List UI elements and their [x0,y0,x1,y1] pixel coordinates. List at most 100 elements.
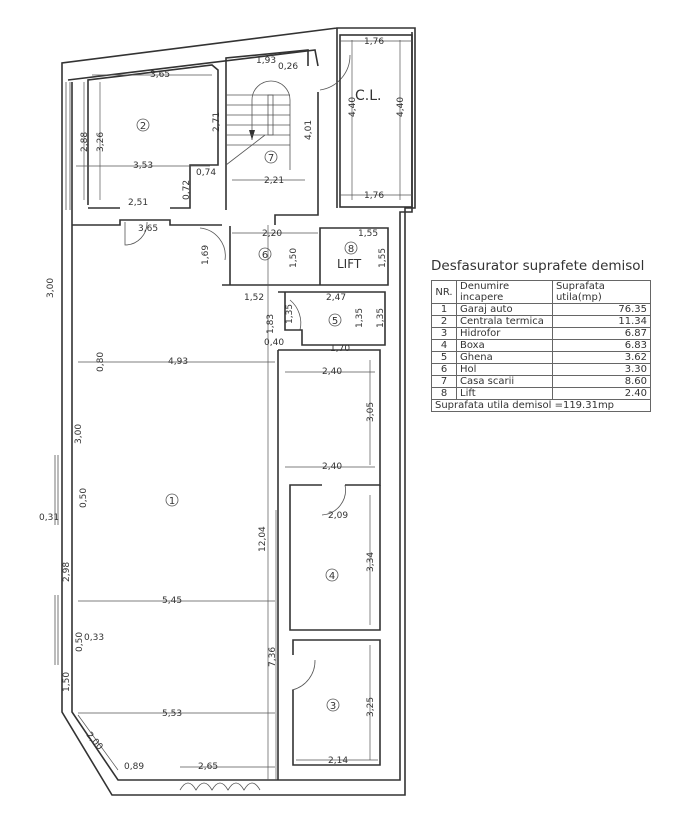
row-number: 1 [431,303,457,316]
room-number-8: 8 [348,244,354,255]
row-number: 5 [431,351,457,364]
dim-label: 0,26 [278,62,298,72]
dim-label: 3,25 [366,697,376,717]
legend-title: Desfasurator suprafete demisol [431,258,645,274]
table-header: NR. Denumire incapere Suprafata utila(mp… [431,280,652,304]
dim-label: 2,51 [128,198,148,208]
dim-label: 0,72 [182,180,192,200]
door-icon [199,227,226,261]
dim-label: 2,98 [62,562,72,582]
header-name: Denumire incapere [456,280,553,304]
room-number-5: 5 [332,316,338,327]
dim-label: 3,65 [138,224,158,234]
dim-label: 3,26 [96,132,106,152]
row-number: 8 [431,387,457,400]
dim-label: 5,45 [162,596,182,606]
room-name: Lift [456,387,553,400]
room-number-4: 4 [329,571,335,582]
dim-label: 1,70 [330,344,350,354]
room-name: Casa scarii [456,375,553,388]
door-icon [124,221,148,246]
dim-label: 12,04 [258,526,268,552]
dim-label: 0,40 [264,338,284,348]
room-name: Boxa [456,339,553,352]
dim-label: 3,00 [74,424,84,444]
door-icon [319,54,351,91]
dim-label: 2,40 [322,367,342,377]
room-area: 3.30 [551,363,652,376]
row-number: 4 [431,339,457,352]
room-number-7: 7 [268,153,274,164]
dim-label: 4,40 [396,97,406,117]
garage-door-icon [179,782,261,791]
dim-label: 0,74 [196,168,216,178]
cl-label: C.L. [355,88,381,104]
dim-label: 0,80 [96,352,106,372]
dim-label: 5,53 [162,709,182,719]
door-icon [321,484,346,516]
dim-label: 1,50 [289,248,299,268]
dimension-labels: 3,65 3,26 2,88 2,71 3,53 0,74 0,72 2,51 … [39,37,406,772]
door-icon [289,299,302,331]
room-area: 6.87 [551,327,652,340]
room-area: 76.35 [551,303,652,316]
room-area: 8.60 [551,375,652,388]
room-name: Hidrofor [456,327,553,340]
room-number-2: 2 [140,121,146,132]
dim-label: 2,47 [326,293,346,303]
dim-label: 3,34 [366,552,376,572]
dim-label: 4,93 [168,357,188,367]
room-number-6: 6 [262,250,268,261]
dim-label: 2,88 [80,132,90,152]
dim-label: 1,35 [355,308,365,328]
room-number-3: 3 [330,701,336,712]
area-legend: Desfasurator suprafete demisol NR. Denum… [431,258,653,412]
dim-label: 3,65 [150,70,170,80]
dim-label: 3,53 [133,161,153,171]
dim-label: 2,00 [84,731,105,753]
dim-label: 0,50 [75,632,85,652]
dim-label: 1,93 [256,56,276,66]
area-table: NR. Denumire incapere Suprafata utila(mp… [431,280,652,412]
row-number: 2 [431,315,457,328]
dim-label: 1,76 [364,191,384,201]
dim-label: 4,01 [304,120,314,140]
door-icon [291,659,316,691]
dim-label: 0,50 [79,488,89,508]
total-row: Suprafata utila demisol =119.31mp [431,399,651,412]
dim-label: 0,33 [84,633,104,643]
dim-label: 1,52 [244,293,264,303]
row-number: 7 [431,375,457,388]
dim-label: 1,35 [285,304,295,324]
dim-label: 3,00 [46,278,56,298]
cl-shaft [339,34,413,208]
header-nr: NR. [431,280,457,304]
dim-label: 1,55 [358,229,378,239]
room-name: Garaj auto [456,303,553,316]
room-area: 3.62 [551,351,652,364]
row-number: 3 [431,327,457,340]
room-name: Hol [456,363,553,376]
dim-label: 1,69 [201,245,211,265]
dim-label: 2,14 [328,756,348,766]
header-area: Suprafata utila(mp) [551,280,652,304]
dim-label: 1,55 [378,248,388,268]
row-number: 6 [431,363,457,376]
dim-label: 0,31 [39,513,59,523]
room-name: Ghena [456,351,553,364]
dim-label: 2,09 [328,511,348,521]
dim-label: 0,89 [124,762,144,772]
dim-label: 1,35 [376,308,386,328]
dim-label: 2,20 [262,229,282,239]
dim-label: 2,65 [198,762,218,772]
dim-label: 2,21 [264,176,284,186]
